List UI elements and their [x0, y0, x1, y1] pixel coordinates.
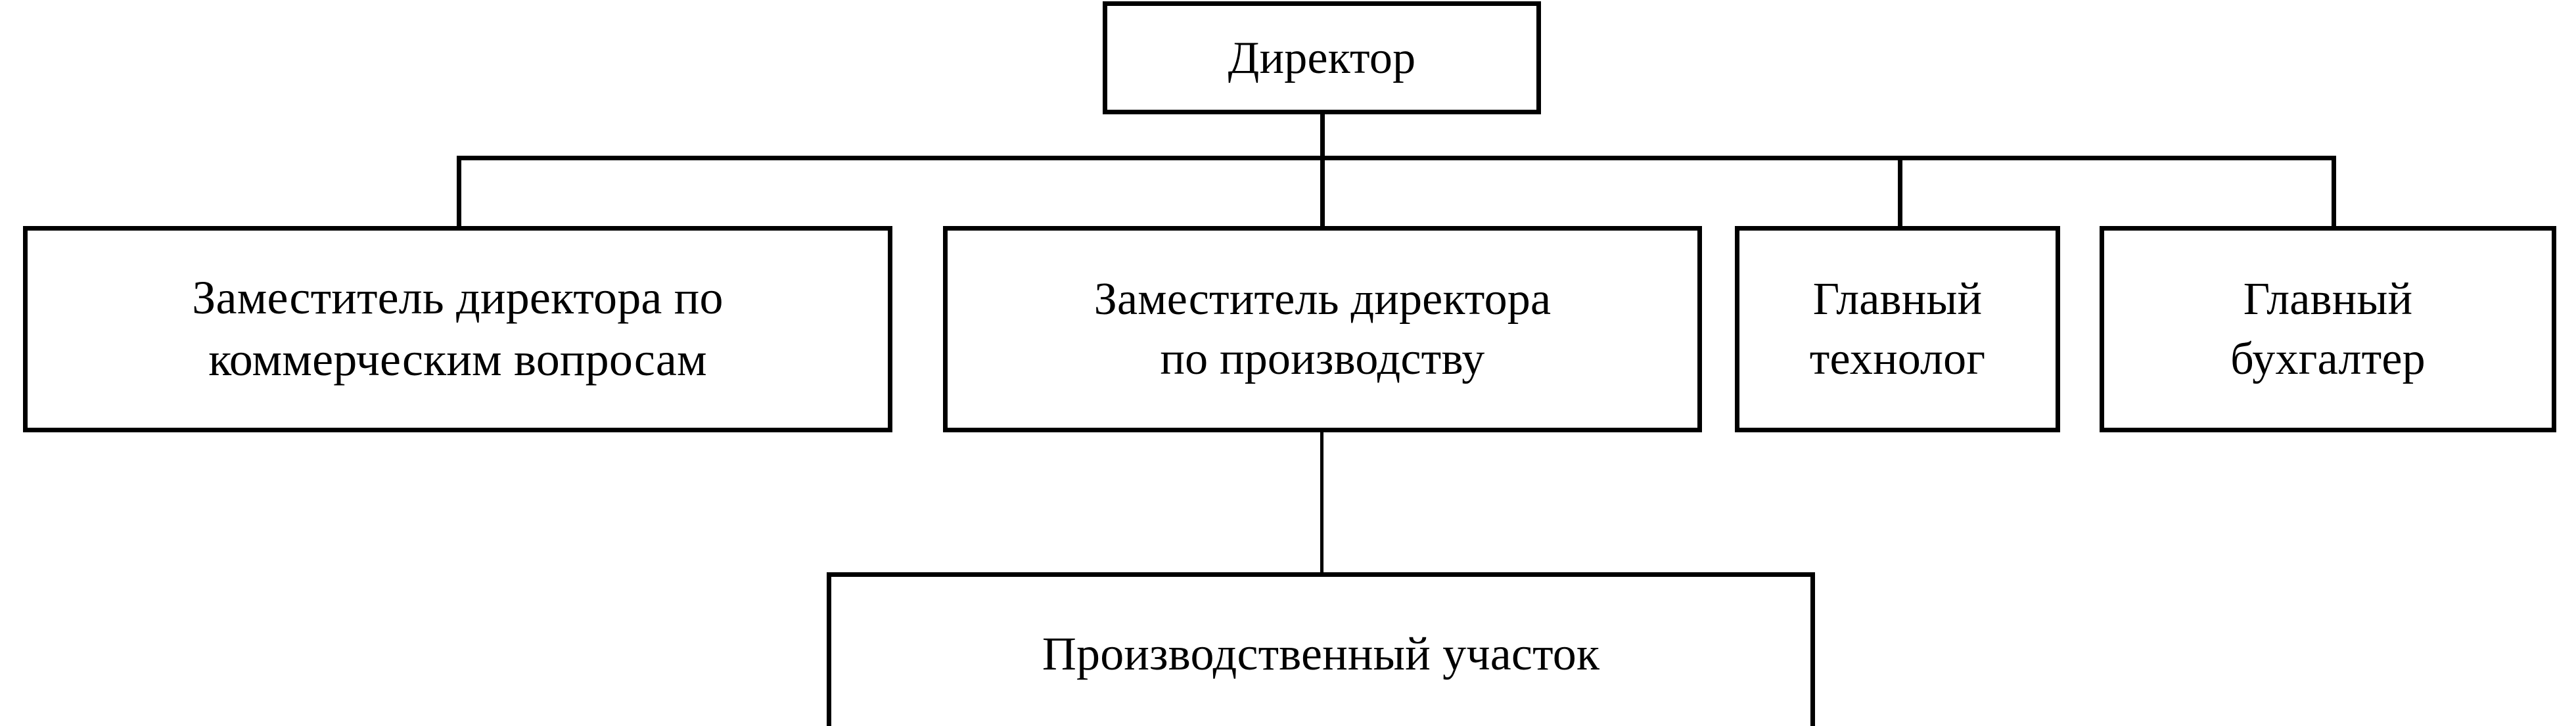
- connector-drop-deputy-commercial: [457, 156, 461, 228]
- connector-drop-chief-accountant: [2332, 156, 2336, 228]
- node-chief-technologist-label: Главный технолог: [1809, 274, 1986, 384]
- connector-drop-deputy-production: [1320, 156, 1325, 228]
- connector-director-stem: [1320, 114, 1325, 160]
- node-production-site-label: Производственный участок: [1042, 627, 1600, 681]
- node-production-site[interactable]: Производственный участок: [827, 572, 1815, 726]
- node-deputy-director-production[interactable]: Заместитель директора по производству: [943, 226, 1702, 432]
- node-deputy-director-commercial[interactable]: Заместитель директора по коммерческим во…: [23, 226, 892, 432]
- node-director-label: Директор: [1228, 32, 1416, 83]
- connector-deputy-production-to-production-site: [1320, 430, 1323, 575]
- node-deputy-director-production-label: Заместитель директора по производству: [1093, 274, 1552, 384]
- node-deputy-director-commercial-label: Заместитель директора по коммерческим во…: [192, 271, 724, 386]
- connector-horizontal-bus: [457, 156, 2336, 160]
- node-chief-accountant[interactable]: Главный бухгалтер: [2100, 226, 2556, 432]
- node-chief-accountant-label: Главный бухгалтер: [2230, 274, 2426, 384]
- node-chief-technologist[interactable]: Главный технолог: [1735, 226, 2060, 432]
- connector-drop-chief-technologist: [1898, 156, 1902, 228]
- node-director[interactable]: Директор: [1103, 1, 1541, 114]
